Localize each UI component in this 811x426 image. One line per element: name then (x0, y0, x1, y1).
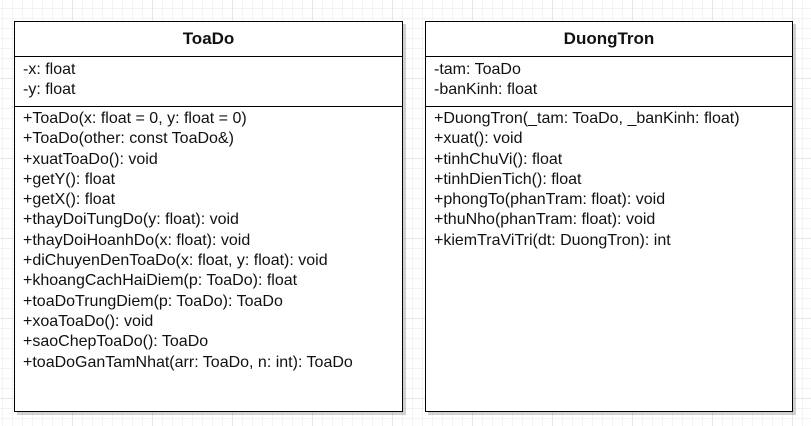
methods-section-toado: +ToaDo(x: float = 0, y: float = 0) +ToaD… (15, 107, 402, 373)
method-xuattoado: +xuatToaDo(): void (23, 150, 158, 168)
attributes-section-duongtron: -tam: ToaDo -banKinh: float (426, 57, 792, 107)
attribute-y: -y: float (23, 81, 76, 99)
method-getx: +getX(): float (23, 191, 116, 209)
attribute-x: -x: float (23, 61, 76, 78)
class-name-toado: ToaDo (15, 22, 402, 57)
attribute-bankinh: -banKinh: float (434, 81, 538, 99)
method-toadotrungdiem: +toaDoTrungDiem(p: ToaDo): ToaDo (23, 292, 283, 310)
method-xoatoado: +xoaToaDo(): void (23, 312, 154, 330)
method-toado-copy-constructor: +ToaDo(other: const ToaDo&) (23, 130, 234, 148)
method-kiemtravitri: +kiemTraViTri(dt: DuongTron): int (434, 231, 671, 249)
method-thunho: +thuNho(phanTram: float): void (434, 211, 656, 229)
method-toadogantamnhat: +toaDoGanTamNhat(arr: ToaDo, n: int): To… (23, 353, 353, 371)
method-gety: +getY(): float (23, 170, 116, 188)
method-thaydoihoanhdo: +thayDoiHoanhDo(x: float): void (23, 231, 251, 249)
class-name-duongtron: DuongTron (426, 22, 792, 57)
class-box-duongtron[interactable]: DuongTron -tam: ToaDo -banKinh: float +D… (425, 21, 793, 412)
method-tinhdientich: +tinhDienTich(): float (434, 170, 582, 188)
method-phongto: +phongTo(phanTram: float): void (434, 191, 666, 209)
method-thaydoitungdo: +thayDoiTungDo(y: float): void (23, 211, 239, 229)
method-saocheptoado: +saoChepToaDo(): ToaDo (23, 333, 209, 351)
method-toado-constructor: +ToaDo(x: float = 0, y: float = 0) (23, 110, 247, 127)
methods-section-duongtron: +DuongTron(_tam: ToaDo, _banKinh: float)… (426, 107, 792, 251)
method-xuat: +xuat(): void (434, 130, 523, 148)
method-duongtron-constructor: +DuongTron(_tam: ToaDo, _banKinh: float) (434, 110, 740, 127)
method-tinhchuvi: +tinhChuVi(): float (434, 150, 563, 168)
attribute-tam: -tam: ToaDo (434, 61, 521, 78)
attributes-section-toado: -x: float -y: float (15, 57, 402, 107)
class-box-toado[interactable]: ToaDo -x: float -y: float +ToaDo(x: floa… (14, 21, 403, 412)
method-khoangcachhaidiem: +khoangCachHaiDiem(p: ToaDo): float (23, 272, 298, 290)
method-dichuyendentoado: +diChuyenDenToaDo(x: float, y: float): v… (23, 252, 328, 270)
